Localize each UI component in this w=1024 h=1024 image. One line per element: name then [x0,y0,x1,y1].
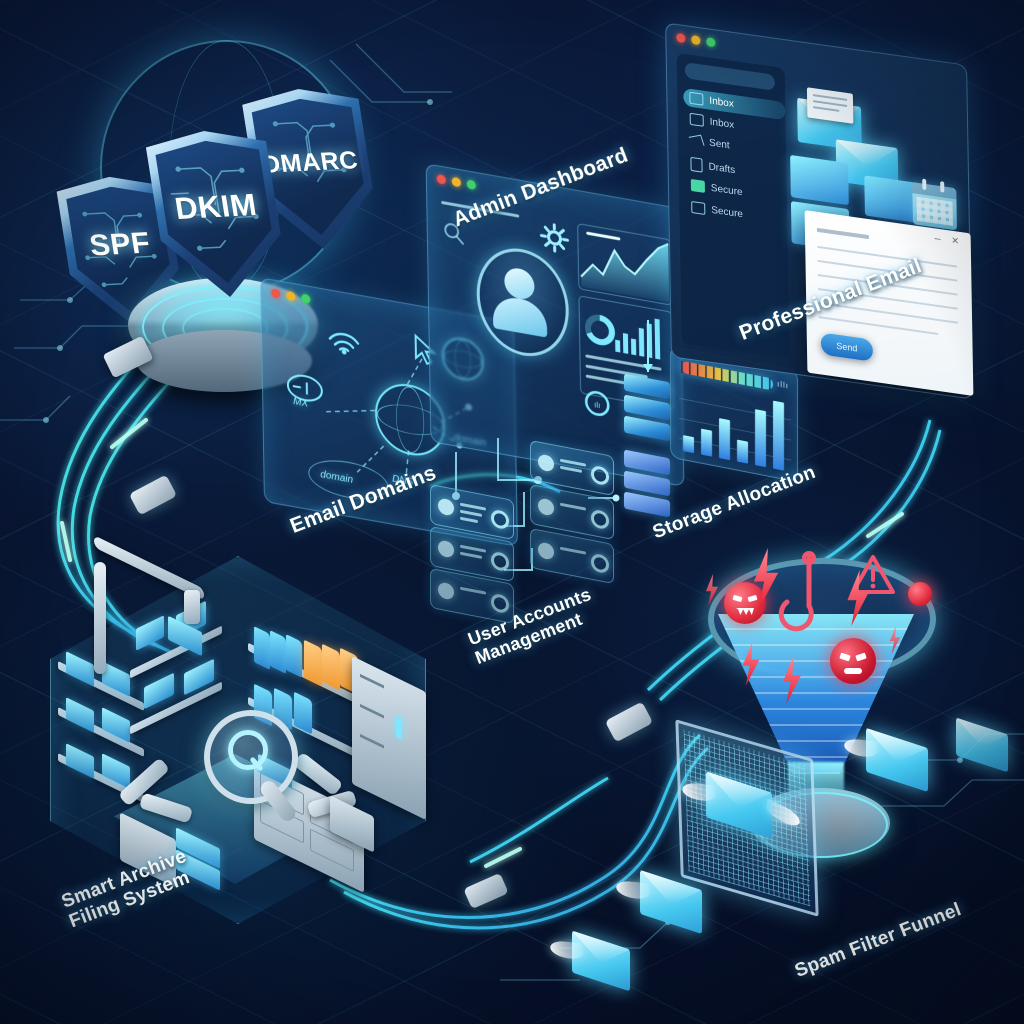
sidebar-item-secure[interactable]: Secure [690,178,743,198]
archive-folder [270,630,286,674]
wing-icon [614,879,652,901]
minimize-button[interactable]: – [934,232,941,246]
phishing-hook-icon [778,551,816,632]
gear-icon[interactable] [539,220,570,255]
gear-icon[interactable] [591,552,609,575]
storage-bar-chart [679,397,791,471]
placeholder-line [441,200,520,218]
sidebar-item-label: Drafts [708,160,736,176]
wing-icon [548,939,586,961]
compose-subject-line [816,227,869,240]
gear-icon[interactable] [491,592,509,615]
shield-label-dkim: DKIM [172,187,260,227]
sidebar-item-inbox-2[interactable]: Inbox [689,112,735,131]
gear-icon[interactable] [491,508,509,531]
smart-archive-group [36,535,456,978]
cable-connector [463,872,509,910]
robotic-arm-gantry [94,562,106,674]
shield-icon [691,200,706,215]
inbox-icon [689,91,704,106]
gear-icon[interactable] [591,464,609,487]
sidebar-item-secure-2[interactable]: Secure [691,200,744,220]
folder-icon[interactable] [790,154,849,206]
area-chart [580,243,670,303]
sidebar-item-drafts[interactable]: Drafts [690,156,736,177]
storage-allocation-group: ıllı [618,320,808,540]
sidebar-item-label: Inbox [709,95,734,110]
document-icon [690,156,703,173]
avatar [538,453,554,473]
archive-folder-highlighted [304,639,322,687]
avatar [538,497,554,517]
area-chart-widget [577,222,673,306]
lock-icon [690,178,705,193]
sidebar-item-label: Inbox [709,116,735,131]
card-line [560,465,582,473]
card-line [460,586,486,595]
magnifier-glyph [228,730,268,770]
send-button[interactable]: Send [820,332,874,362]
envelope-flap [572,931,630,992]
sidebar-item-label: Sent [709,137,730,152]
card-line [460,516,478,524]
donut-chart [584,314,615,346]
search-icon[interactable] [442,219,466,247]
window-traffic-lights[interactable] [676,32,716,48]
card-line [460,551,482,559]
calendar-icon[interactable] [912,178,957,231]
gear-icon[interactable] [491,550,509,573]
usage-value: ıllı [777,379,789,391]
avatar [438,497,454,517]
compose-body-line [818,316,939,335]
avatar [538,541,554,561]
sidebar-item-sent[interactable]: Sent [688,134,730,152]
archive-folder [286,634,302,678]
archive-folder-highlighted [322,643,340,691]
sidebar-item-label: Secure [710,182,743,198]
virus-icon [724,582,766,624]
virus-icon [908,582,932,606]
envelope-letter [806,87,854,124]
sidebar-item-label: Secure [711,204,744,220]
mail-sidebar: Inbox Inbox Sent Drafts Secure Secure [676,52,790,359]
archive-folder [254,626,270,670]
close-button[interactable]: × [951,232,959,248]
compose-window[interactable]: Send – × [804,210,974,396]
card-line [460,509,482,517]
envelope-icon [689,112,704,127]
send-icon [688,134,705,148]
robotic-gripper [184,590,200,624]
gauge-icon: ılı [584,390,610,417]
gear-icon[interactable] [591,508,609,531]
card-line [560,546,586,555]
search-input[interactable] [684,62,776,91]
svg-text:ılı: ılı [594,400,600,410]
cable-connector [128,474,178,516]
cable-connector [604,701,654,743]
window-traffic-lights[interactable] [436,174,476,190]
envelope-icon [572,930,630,992]
card-line [560,502,586,511]
